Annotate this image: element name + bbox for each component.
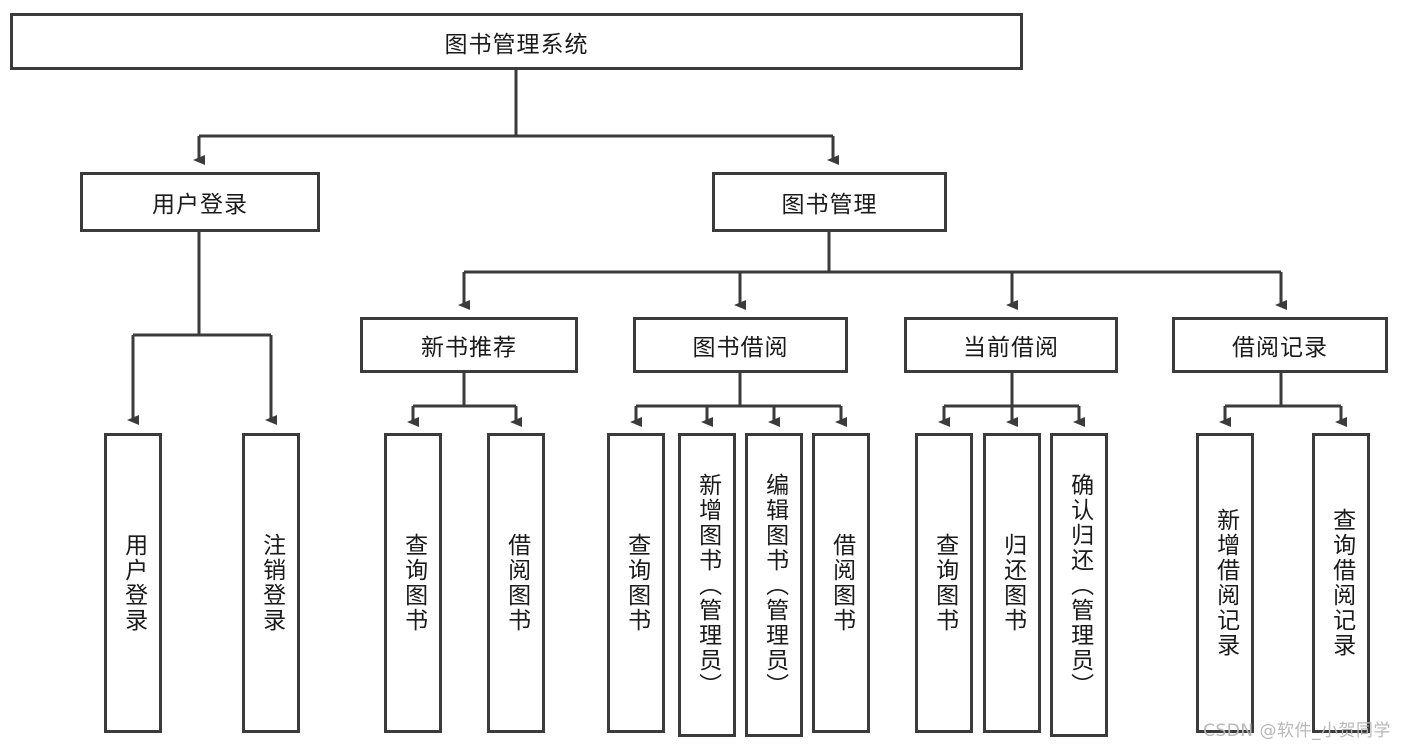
leaf-current-borrow-query[interactable]: 查询图书 <box>915 433 973 733</box>
leaf-borrow-record-query[interactable]: 查询借阅记录 <box>1312 433 1370 733</box>
node-user-login[interactable]: 用户登录 <box>80 172 320 232</box>
leaf-book-borrow-add[interactable]: 新增图书（管理员） <box>678 433 736 737</box>
node-borrow-record[interactable]: 借阅记录 <box>1172 317 1388 373</box>
node-label: 借阅图书 <box>828 533 855 633</box>
node-root-system[interactable]: 图书管理系统 <box>10 13 1023 70</box>
node-new-book-recommend[interactable]: 新书推荐 <box>360 317 578 373</box>
node-label: 查询图书 <box>400 533 427 633</box>
node-label: 图书管理 <box>781 192 878 218</box>
node-book-borrow[interactable]: 图书借阅 <box>633 317 848 373</box>
leaf-user-login-login[interactable]: 用户登录 <box>104 433 162 733</box>
node-label: 新增借阅记录 <box>1212 508 1239 658</box>
node-label: 当前借阅 <box>963 335 1059 361</box>
watermark: CSDN @软件_小贺同学 <box>1203 721 1391 741</box>
leaf-current-borrow-return[interactable]: 归还图书 <box>983 433 1041 733</box>
leaf-new-book-query[interactable]: 查询图书 <box>384 433 442 733</box>
node-label: 注销登录 <box>258 533 285 633</box>
node-label: 用户登录 <box>152 192 248 218</box>
node-label: 新增图书（管理员） <box>694 472 721 698</box>
node-label: 新书推荐 <box>421 335 517 361</box>
node-book-management[interactable]: 图书管理 <box>712 172 947 232</box>
node-label: 借阅记录 <box>1232 335 1328 361</box>
node-label: 确认归还（管理员） <box>1066 472 1093 698</box>
leaf-borrow-record-add[interactable]: 新增借阅记录 <box>1196 433 1254 733</box>
leaf-new-book-borrow[interactable]: 借阅图书 <box>487 433 545 733</box>
node-label: 编辑图书（管理员） <box>761 472 788 698</box>
node-label: 图书管理系统 <box>444 31 589 58</box>
leaf-book-borrow-query[interactable]: 查询图书 <box>607 433 665 733</box>
node-label: 图书借阅 <box>692 335 789 361</box>
node-label: 查询图书 <box>931 533 958 633</box>
leaf-book-borrow-borrow[interactable]: 借阅图书 <box>812 433 870 733</box>
node-label: 查询图书 <box>623 533 650 633</box>
node-label: 用户登录 <box>120 533 147 633</box>
node-label: 查询借阅记录 <box>1328 508 1355 658</box>
node-label: 借阅图书 <box>503 533 530 633</box>
leaf-book-borrow-edit[interactable]: 编辑图书（管理员） <box>745 433 803 737</box>
leaf-current-borrow-confirm-return[interactable]: 确认归还（管理员） <box>1050 433 1108 737</box>
node-current-borrow[interactable]: 当前借阅 <box>904 317 1118 373</box>
node-label: 归还图书 <box>999 533 1026 633</box>
leaf-user-login-logout[interactable]: 注销登录 <box>242 433 300 733</box>
